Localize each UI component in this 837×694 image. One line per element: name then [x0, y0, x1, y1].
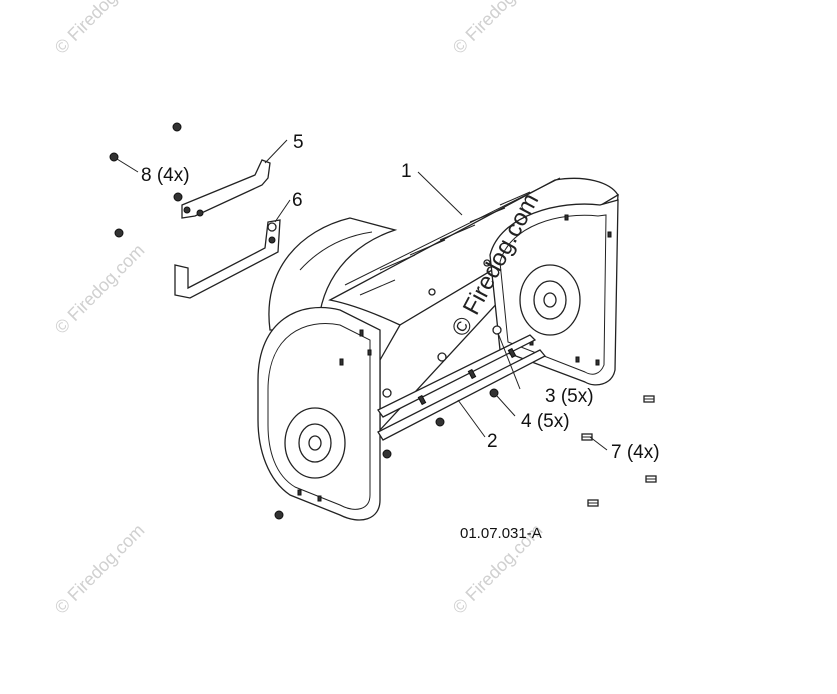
- bracket-upper: [181, 159, 271, 219]
- callout-1: 1: [401, 161, 412, 182]
- leader-lines: [116, 139, 608, 451]
- nut-8-b: [172, 122, 182, 132]
- left-bearing-bore: [308, 435, 322, 451]
- leader-6: [274, 199, 291, 223]
- nut-4-a: [489, 388, 499, 398]
- leader-5: [264, 139, 288, 164]
- bolt-7-a: [643, 395, 655, 403]
- watermark-mid-left: © Firedog.com: [51, 240, 149, 338]
- callout-4: 4 (5x): [521, 411, 570, 432]
- mounting-holes: [382, 259, 502, 398]
- right-plate-inner-edge: [499, 214, 607, 375]
- leader-3: [497, 332, 521, 390]
- callout-labels: 1 2 3 (5x) 4 (5x) 5 6 7 (4x) 8 (4x): [141, 132, 660, 463]
- watermark-bottom-left: © Firedog.com: [51, 520, 149, 618]
- watermark-top-right: © Firedog.com: [449, 0, 547, 58]
- leader-1: [417, 171, 463, 216]
- callout-6: 6: [292, 190, 303, 211]
- nut-8-d: [114, 228, 124, 238]
- bolt-7-c: [645, 475, 657, 483]
- nut-4-c: [382, 449, 392, 459]
- callout-5: 5: [293, 132, 304, 153]
- bracket-6: [174, 219, 281, 299]
- leader-4: [496, 395, 516, 417]
- watermark-top-left: © Firedog.com: [51, 0, 149, 58]
- cross-bar: [377, 349, 547, 441]
- upper-cross-bar: [377, 334, 537, 418]
- leader-7: [589, 436, 608, 451]
- auger-housing: [257, 177, 619, 521]
- callout-3: 3 (5x): [545, 386, 594, 407]
- leader-2: [457, 399, 486, 438]
- shell-slots: [359, 191, 531, 296]
- auger-drum-back: [268, 217, 398, 331]
- cross-bar-assembly: [377, 334, 547, 441]
- callout-7: 7 (4x): [611, 442, 660, 463]
- shell-edge-line: [344, 177, 561, 286]
- right-bearing-bore: [543, 292, 557, 308]
- nut-4-b: [435, 417, 445, 427]
- bracket-lower: [174, 219, 281, 299]
- callout-2: 2: [487, 431, 498, 452]
- left-plate-inner-edge: [267, 323, 371, 510]
- nut-4-d: [274, 510, 284, 520]
- nut-8-a: [109, 152, 119, 162]
- leader-8: [116, 158, 139, 173]
- bracket-5: [181, 159, 271, 219]
- figure-code: 01.07.031-A: [460, 525, 542, 542]
- nut-8-c: [173, 192, 183, 202]
- callout-8: 8 (4x): [141, 165, 190, 186]
- drum-rim-line: [299, 231, 373, 271]
- bolt-7-d: [587, 499, 599, 507]
